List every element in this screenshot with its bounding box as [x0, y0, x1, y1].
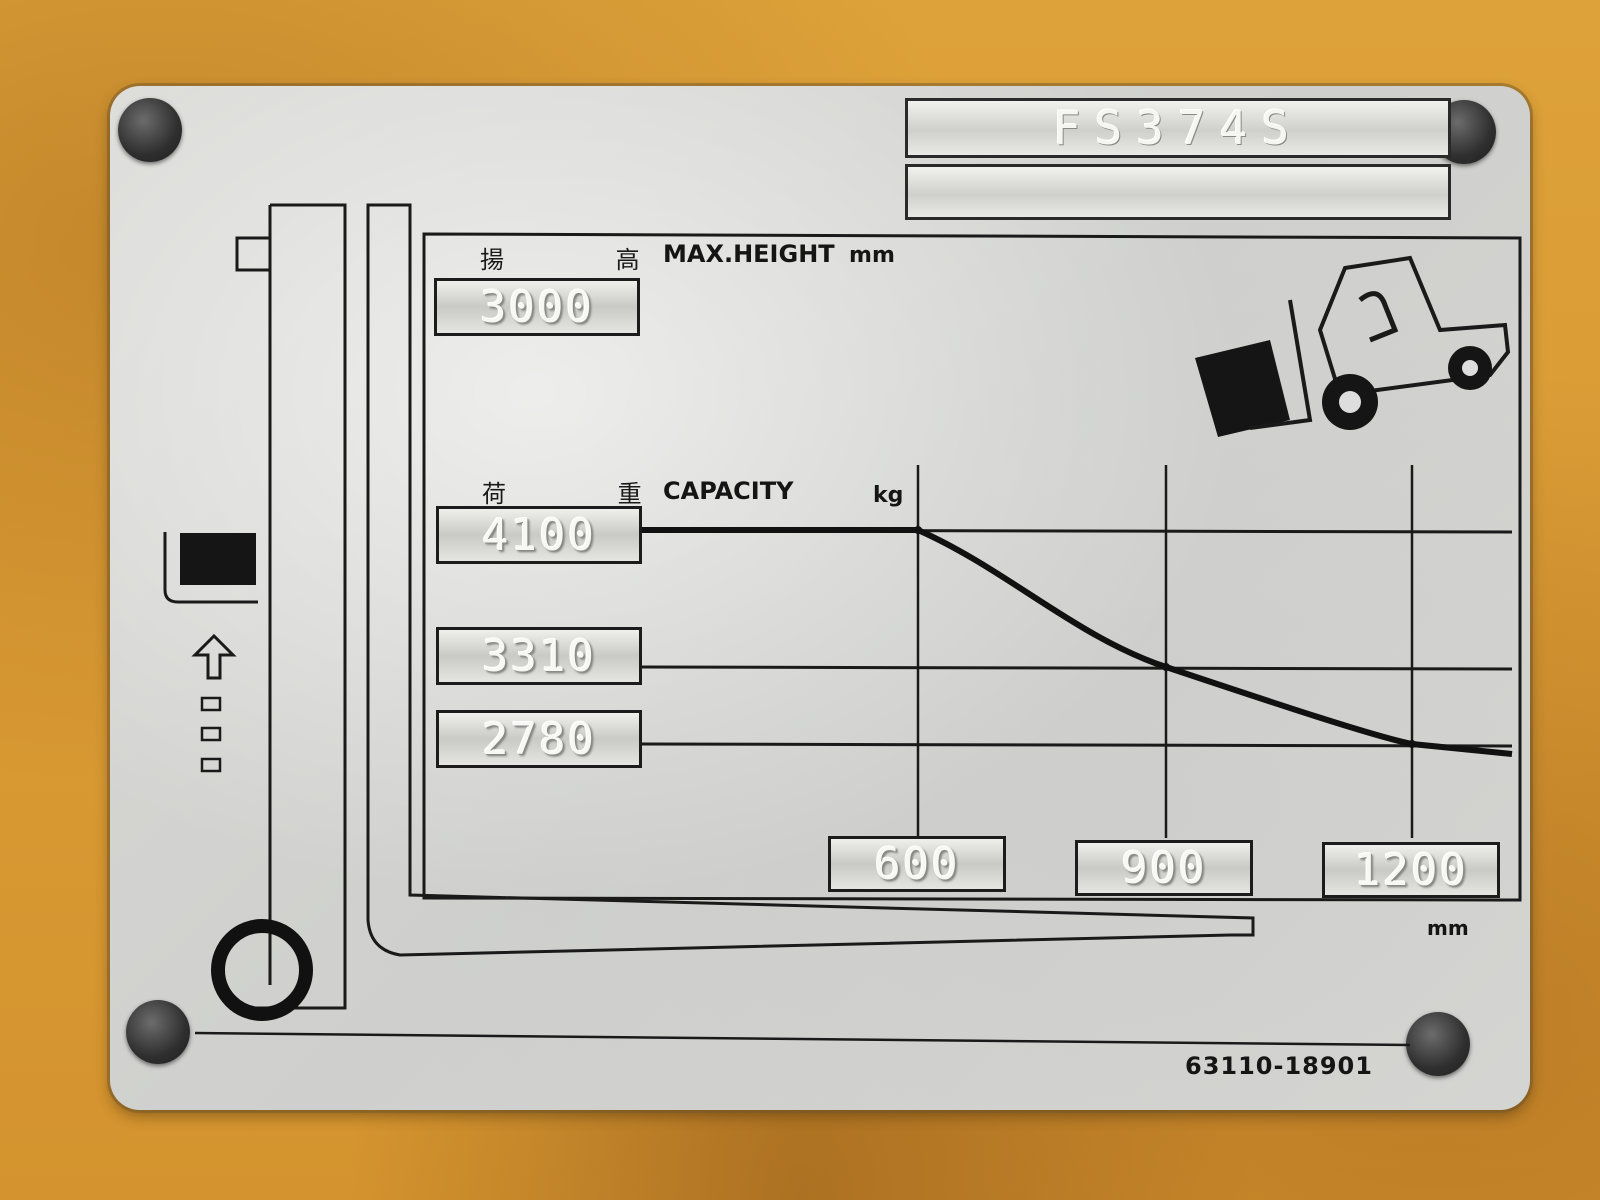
max-height-value-box: 3000 [434, 278, 640, 336]
capacity-unit: kg [873, 483, 904, 508]
chart-frame [422, 232, 1522, 902]
serial-number-plate [905, 164, 1451, 220]
capacity-jp-label: 荷 重 [482, 480, 694, 508]
lift-arrow-icon [191, 633, 237, 680]
capacity-value-1: 4100 [482, 509, 596, 561]
load-center-value-2: 900 [1121, 842, 1207, 894]
wheel-icon [211, 919, 313, 1021]
capacity-value-box-2: 3310 [436, 627, 642, 685]
mast-outline [250, 203, 347, 1010]
max-height-value: 3000 [480, 281, 594, 333]
capacity-label: CAPACITY [663, 477, 794, 505]
capacity-gridline-2 [641, 665, 1513, 671]
load-center-value-3: 1200 [1354, 844, 1468, 896]
model-number-plate: FS374S [905, 98, 1451, 158]
load-center-box-3: 1200 [1322, 842, 1500, 898]
mast-top-block [235, 236, 272, 272]
capacity-point-3 [1408, 740, 1416, 748]
capacity-gridline-3 [641, 742, 1513, 748]
model-number-text: FS374S [1052, 101, 1304, 155]
load-center-box-2: 900 [1075, 840, 1253, 896]
rivet-top-left [118, 98, 182, 162]
part-number: 63110-18901 [1185, 1052, 1373, 1080]
capacity-value-2: 3310 [482, 630, 596, 682]
chart-grid [641, 465, 1513, 838]
capacity-value-box-1: 4100 [436, 506, 642, 564]
forklift-pictogram-icon [1195, 255, 1511, 437]
rivet-bottom-right [1406, 1012, 1470, 1076]
capacity-point-2 [1162, 663, 1170, 671]
rivet-bottom-left [126, 1000, 190, 1064]
capacity-value-3: 2780 [482, 713, 596, 765]
max-height-text: MAX.HEIGHT [663, 240, 835, 268]
max-height-unit: mm [849, 243, 895, 268]
height-jp-label: 揚 高 [480, 246, 692, 274]
chart-curve [642, 526, 1513, 757]
capacity-value-box-3: 2780 [436, 710, 642, 768]
capacity-plate [110, 86, 1530, 1110]
capacity-curve-line [916, 527, 1513, 757]
load-center-box-1: 600 [828, 836, 1006, 892]
load-center-value-1: 600 [874, 838, 960, 890]
max-height-label: MAX.HEIGHT mm [663, 240, 895, 268]
fork-outline [366, 203, 1255, 957]
load-block-icon [163, 532, 258, 604]
load-center-unit: mm [1427, 916, 1469, 940]
